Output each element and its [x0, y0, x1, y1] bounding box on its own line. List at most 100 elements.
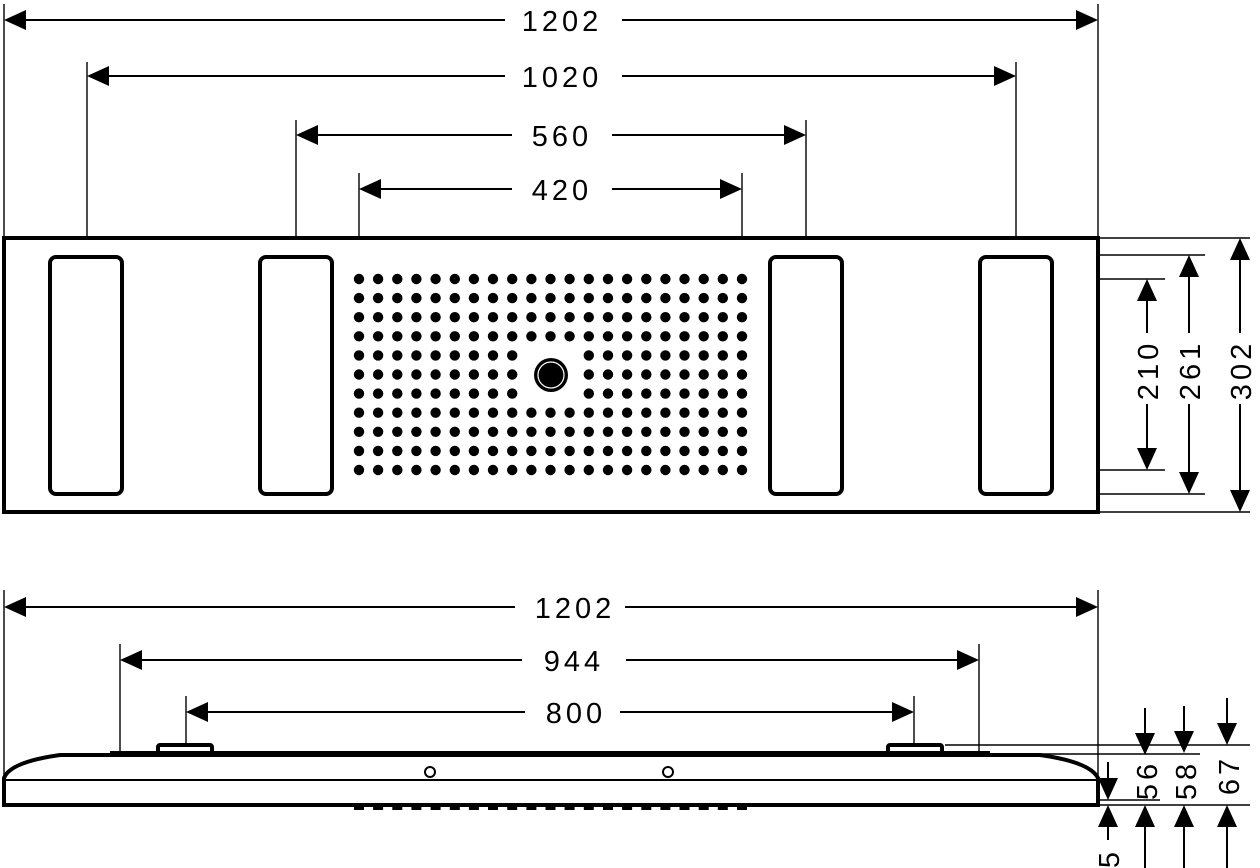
spray-nozzle [564, 407, 575, 418]
underside-nozzle [373, 805, 384, 810]
spray-nozzle [621, 445, 633, 457]
spray-nozzle [487, 369, 499, 380]
spray-nozzle [353, 331, 365, 342]
spray-nozzle [641, 388, 652, 399]
spray-nozzle [526, 426, 537, 437]
underside-nozzle [488, 805, 498, 810]
spray-nozzle [526, 331, 537, 342]
spray-nozzle [679, 445, 690, 457]
spray-nozzle [717, 292, 728, 304]
spray-nozzle [545, 426, 556, 437]
spray-nozzle [679, 292, 690, 304]
spray-nozzle [468, 445, 480, 457]
spray-nozzle [526, 273, 537, 285]
spray-nozzle [449, 464, 460, 476]
spray-nozzle [621, 312, 633, 323]
spray-nozzle [698, 369, 709, 380]
spray-nozzle [679, 407, 690, 418]
dim-panel-height: 210 [1133, 340, 1165, 400]
spray-nozzle [679, 426, 690, 437]
spray-nozzle [602, 369, 614, 380]
spray-nozzle [392, 331, 403, 342]
spray-nozzle [353, 464, 365, 476]
spray-nozzle [564, 292, 575, 304]
spray-nozzle [717, 350, 728, 361]
dim-outer-panel-spacing: 1020 [522, 62, 603, 94]
dim-height-b: 58 [1171, 760, 1203, 800]
spray-nozzle [507, 312, 518, 323]
right-dimensions: 210 261 302 [1100, 237, 1258, 513]
spray-nozzle [583, 407, 594, 418]
spray-nozzle [660, 445, 671, 457]
mounting-bracket-right [886, 743, 944, 755]
top-view-body [2, 236, 1100, 514]
spray-nozzle [507, 350, 518, 361]
spray-nozzle [564, 312, 575, 323]
spray-nozzle [353, 350, 365, 361]
top-view [2, 236, 1100, 514]
spray-nozzle [660, 464, 671, 476]
spray-nozzle [372, 426, 384, 437]
spray-nozzle [660, 350, 671, 361]
spray-nozzle [679, 350, 690, 361]
dim-height-c: 67 [1214, 755, 1246, 795]
spray-nozzle [507, 273, 518, 285]
spray-nozzle [430, 369, 441, 380]
spray-nozzle [660, 369, 671, 380]
spray-nozzle [372, 388, 384, 399]
spray-nozzle [717, 331, 728, 342]
spray-nozzle [353, 388, 365, 399]
spray-nozzle [507, 407, 518, 418]
side-dimensions: 1202 944 800 [3, 590, 1099, 776]
spray-nozzle [717, 426, 728, 437]
spray-nozzle [679, 273, 690, 285]
spray-nozzle [545, 464, 556, 476]
spray-nozzle [392, 273, 403, 285]
spray-nozzle [602, 388, 614, 399]
spray-nozzle [372, 445, 384, 457]
spray-nozzle [641, 273, 652, 285]
spray-nozzle [679, 388, 690, 399]
dim-spray-height: 261 [1175, 340, 1207, 400]
underside-nozzle [622, 805, 633, 810]
spray-nozzle [698, 312, 709, 323]
spray-nozzle [545, 312, 556, 323]
spray-nozzle [372, 350, 384, 361]
spray-nozzle [602, 292, 614, 304]
spray-nozzle [641, 292, 652, 304]
spray-nozzle [449, 445, 460, 457]
underside-nozzle [354, 805, 364, 810]
spray-nozzle [698, 331, 709, 342]
fitting-left [424, 766, 436, 778]
spray-nozzle [392, 369, 403, 380]
dim-bracket-outer-spacing: 944 [544, 646, 604, 678]
spray-nozzle [660, 388, 671, 399]
spray-nozzle [430, 292, 441, 304]
spray-nozzle [392, 407, 403, 418]
side-panel-inner-right [768, 255, 844, 496]
spray-nozzle [621, 273, 633, 285]
spray-nozzle [430, 388, 441, 399]
spray-nozzle [449, 407, 460, 418]
dim-overall-width-side: 1202 [535, 593, 616, 625]
spray-nozzle [449, 426, 460, 437]
spray-nozzle [411, 312, 422, 323]
spray-nozzle [736, 407, 748, 418]
spray-nozzle [372, 273, 384, 285]
spray-nozzle [487, 292, 499, 304]
spray-nozzle [526, 292, 537, 304]
spray-nozzle [717, 369, 728, 380]
spray-nozzle [468, 407, 480, 418]
spray-nozzle [621, 464, 633, 476]
spray-nozzle [717, 445, 728, 457]
underside-nozzle [392, 805, 403, 810]
spray-nozzle-grid [353, 273, 748, 476]
spray-nozzle [602, 407, 614, 418]
spray-nozzle [430, 426, 441, 437]
spray-nozzle [679, 312, 690, 323]
spray-nozzle [507, 426, 518, 437]
spray-nozzle [583, 369, 594, 380]
spray-nozzle [526, 407, 537, 418]
spray-nozzle [430, 464, 441, 476]
spray-nozzle [430, 331, 441, 342]
